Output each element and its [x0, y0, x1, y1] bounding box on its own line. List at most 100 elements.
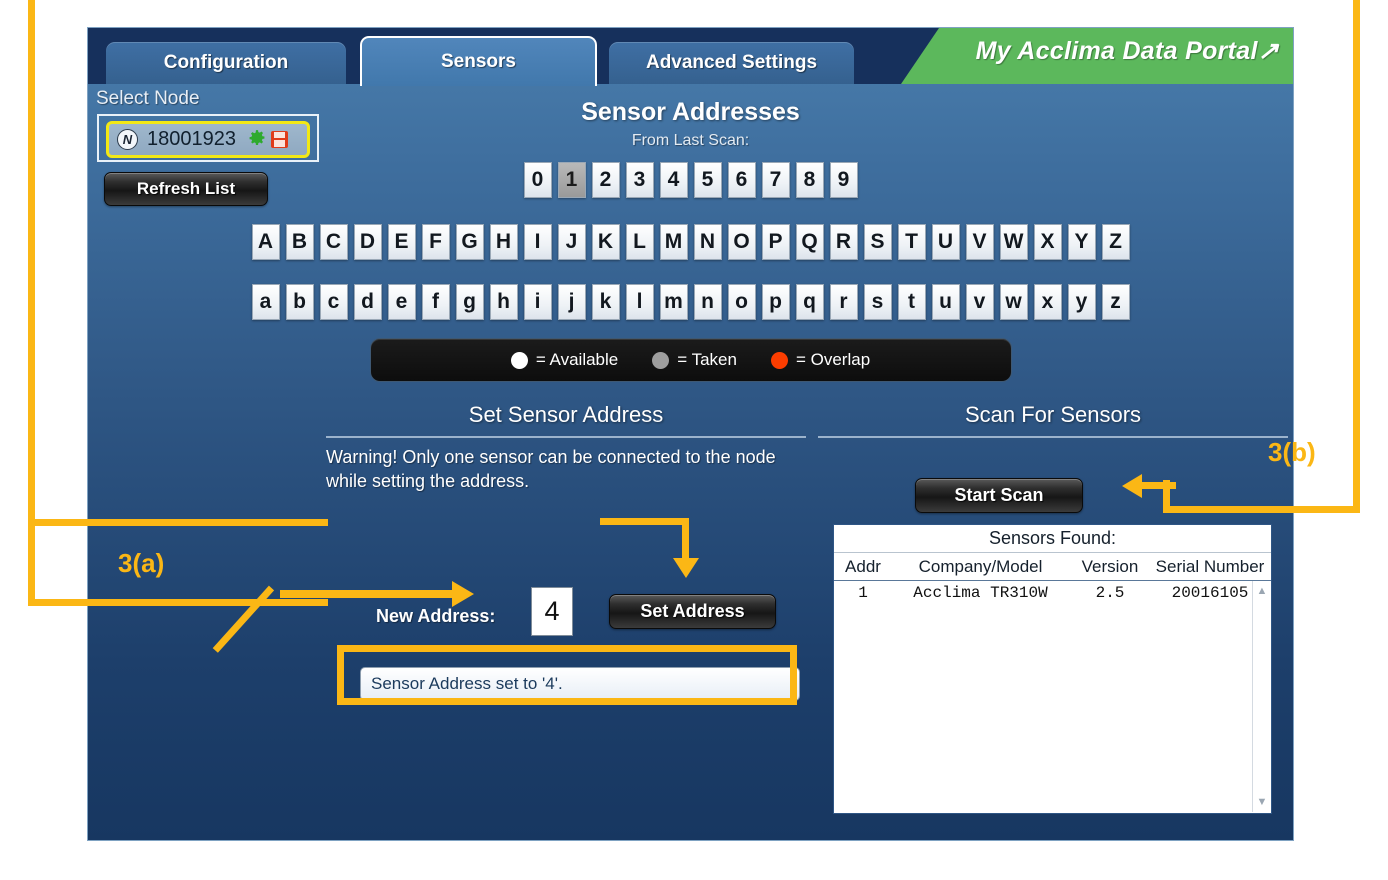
column-header-version: Version	[1081, 556, 1139, 576]
address-cell-s[interactable]: s	[863, 284, 892, 320]
chevron-up-icon[interactable]: ▲	[1256, 585, 1268, 597]
address-cell-A[interactable]: A	[251, 224, 280, 260]
address-cell-0[interactable]: 0	[523, 162, 552, 198]
legend-label-available: = Available	[535, 350, 619, 369]
address-cell-b[interactable]: b	[285, 284, 314, 320]
address-cell-C[interactable]: C	[319, 224, 348, 260]
address-cell-w[interactable]: w	[999, 284, 1028, 320]
address-cell-U[interactable]: U	[931, 224, 960, 260]
select-node-label: Select Node	[96, 88, 200, 109]
legend-label-taken: = Taken	[677, 350, 737, 369]
legend-item-taken: = Taken	[652, 350, 737, 370]
address-cell-9[interactable]: 9	[829, 162, 858, 198]
address-cell-F[interactable]: F	[421, 224, 450, 260]
address-cell-1[interactable]: 1	[557, 162, 586, 198]
address-cell-a[interactable]: a	[251, 284, 280, 320]
legend-item-overlap: = Overlap	[770, 350, 870, 370]
address-cell-3[interactable]: 3	[625, 162, 654, 198]
address-cell-v[interactable]: v	[965, 284, 994, 320]
address-cell-8[interactable]: 8	[795, 162, 824, 198]
annotation-new-address-arrow-shaft	[280, 590, 458, 598]
address-cell-S[interactable]: S	[863, 224, 892, 260]
tab-sensors[interactable]: Sensors	[360, 36, 597, 86]
address-cell-g[interactable]: g	[455, 284, 484, 320]
address-cell-k[interactable]: k	[591, 284, 620, 320]
column-header-addr: Addr	[845, 556, 881, 576]
address-cell-Z[interactable]: Z	[1101, 224, 1130, 260]
cell-addr: 1	[858, 584, 868, 602]
tab-configuration[interactable]: Configuration	[106, 42, 346, 84]
address-cell-Q[interactable]: Q	[795, 224, 824, 260]
annotation-set-address-arrowhead	[673, 558, 699, 578]
address-cell-M[interactable]: M	[659, 224, 688, 260]
address-cell-l[interactable]: l	[625, 284, 654, 320]
column-header-model: Company/Model	[918, 556, 1043, 576]
address-cell-p[interactable]: p	[761, 284, 790, 320]
address-cell-B[interactable]: B	[285, 224, 314, 260]
set-address-button[interactable]: Set Address	[609, 594, 776, 629]
chevron-down-icon[interactable]: ▼	[1256, 796, 1268, 808]
address-cell-I[interactable]: I	[523, 224, 552, 260]
address-cell-G[interactable]: G	[455, 224, 484, 260]
address-cell-y[interactable]: y	[1067, 284, 1096, 320]
address-cell-o[interactable]: o	[727, 284, 756, 320]
address-cell-N[interactable]: N	[693, 224, 722, 260]
address-cell-u[interactable]: u	[931, 284, 960, 320]
address-cell-H[interactable]: H	[489, 224, 518, 260]
address-cell-5[interactable]: 5	[693, 162, 722, 198]
address-cell-j[interactable]: j	[557, 284, 586, 320]
address-cell-t[interactable]: t	[897, 284, 926, 320]
portal-title: My Acclima Data Portal↗	[975, 37, 1279, 65]
address-cell-X[interactable]: X	[1033, 224, 1062, 260]
address-cell-f[interactable]: f	[421, 284, 450, 320]
address-cell-i[interactable]: i	[523, 284, 552, 320]
address-cell-x[interactable]: x	[1033, 284, 1062, 320]
sensors-found-scrollbar[interactable]: ▲ ▼	[1252, 581, 1271, 812]
address-cell-q[interactable]: q	[795, 284, 824, 320]
node-list: N 18001923	[97, 114, 319, 162]
address-cell-e[interactable]: e	[387, 284, 416, 320]
address-cell-E[interactable]: E	[387, 224, 416, 260]
address-cell-n[interactable]: n	[693, 284, 722, 320]
address-cell-T[interactable]: T	[897, 224, 926, 260]
cell-version: 2.5	[1095, 584, 1125, 602]
new-address-input[interactable]: 4	[531, 587, 573, 636]
sensors-found-title: Sensors Found:	[834, 525, 1271, 553]
address-cell-4[interactable]: 4	[659, 162, 688, 198]
address-cell-7[interactable]: 7	[761, 162, 790, 198]
address-cell-P[interactable]: P	[761, 224, 790, 260]
sensor-addresses-subtitle: From Last Scan:	[631, 132, 750, 149]
sensor-addresses-title: Sensor Addresses	[581, 98, 800, 126]
address-cell-D[interactable]: D	[353, 224, 382, 260]
annotation-3b-stub	[1163, 480, 1170, 513]
address-cell-r[interactable]: r	[829, 284, 858, 320]
address-cell-z[interactable]: z	[1101, 284, 1130, 320]
start-scan-button[interactable]: Start Scan	[915, 478, 1083, 513]
tab-advanced-settings[interactable]: Advanced Settings	[609, 42, 854, 84]
address-cell-L[interactable]: L	[625, 224, 654, 260]
address-cell-O[interactable]: O	[727, 224, 756, 260]
address-cell-W[interactable]: W	[999, 224, 1028, 260]
address-cell-m[interactable]: m	[659, 284, 688, 320]
address-cell-2[interactable]: 2	[591, 162, 620, 198]
address-cell-Y[interactable]: Y	[1067, 224, 1096, 260]
address-cell-K[interactable]: K	[591, 224, 620, 260]
address-cell-d[interactable]: d	[353, 284, 382, 320]
tab-sensors-label: Sensors	[441, 51, 516, 72]
gear-icon[interactable]	[248, 129, 266, 151]
address-cell-h[interactable]: h	[489, 284, 518, 320]
address-cell-J[interactable]: J	[557, 224, 586, 260]
refresh-list-button[interactable]: Refresh List	[104, 172, 268, 206]
save-icon[interactable]	[270, 131, 288, 148]
address-cell-V[interactable]: V	[965, 224, 994, 260]
address-cell-c[interactable]: c	[319, 284, 348, 320]
node-list-item-18001923[interactable]: N 18001923	[106, 121, 310, 158]
refresh-list-label: Refresh List	[136, 179, 236, 198]
address-cell-6[interactable]: 6	[727, 162, 756, 198]
legend-item-available: = Available	[510, 350, 619, 370]
address-cell-R[interactable]: R	[829, 224, 858, 260]
